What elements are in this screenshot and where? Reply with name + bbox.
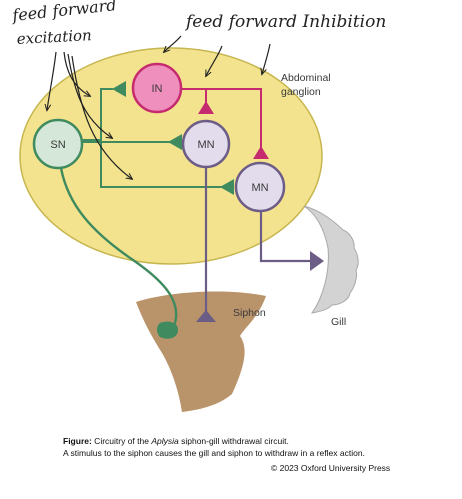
pen-arrow-to-interneuron [164, 35, 182, 52]
caption-figure-label: Figure: [63, 436, 92, 446]
in-axon [182, 88, 262, 148]
sensory-axon [59, 167, 178, 327]
handwritten-excitation-line1: feed forward [10, 0, 117, 25]
motor-neuron-1-label: MN [197, 139, 214, 151]
synapse-in-mn1 [198, 101, 214, 114]
sensory-neuron-label: SN [50, 139, 65, 151]
synapse-sn-in [112, 81, 126, 97]
handwritten-inhibition: feed forward Inhibition [184, 12, 386, 32]
synapse-sn-mn2 [220, 179, 234, 195]
sensory-terminal [157, 321, 178, 339]
motor-neuron-1 [181, 119, 231, 169]
motor-neuron-2-label: MN [251, 182, 268, 194]
synapse-mn1-siphon [196, 310, 216, 322]
abdominal-ganglion [19, 47, 323, 265]
ganglion-label-line2: ganglion [281, 86, 321, 98]
interneuron-label: IN [152, 83, 163, 95]
caption-line-2: A stimulus to the siphon causes the gill… [63, 448, 365, 458]
siphon-label: Siphon [233, 307, 266, 319]
gill [303, 205, 359, 314]
interneuron [131, 62, 183, 114]
siphon [136, 291, 266, 412]
synapse-sn-mn1 [168, 134, 182, 150]
gill-label: Gill [331, 316, 346, 328]
caption-line1-post: siphon-gill withdrawal circuit. [178, 436, 289, 446]
pen-arrow-to-in-mn1-synapse [206, 45, 223, 76]
pen-arrow-to-sn-in-branch [63, 51, 90, 96]
pen-arrow-to-sensory [47, 51, 57, 110]
sensory-neuron [32, 118, 84, 170]
motor-neuron-2 [234, 161, 286, 213]
caption-line-1: Figure: Circuitry of the Aplysia siphon-… [63, 435, 453, 447]
mn2-axon-to-gill [259, 212, 313, 263]
synapse-mn2-gill [310, 251, 324, 271]
sn-to-mn2-branch [100, 142, 230, 188]
ganglion-label-line1: Abdominal [281, 72, 331, 84]
figure-caption: Figure: Circuitry of the Aplysia siphon-… [63, 435, 453, 459]
sn-to-in-branch [83, 88, 113, 141]
synapse-in-mn2 [253, 146, 269, 159]
copyright-notice: © 2023 Oxford University Press [271, 463, 391, 473]
caption-aplysia: Aplysia [151, 436, 179, 446]
caption-line1-pre: Circuitry of the [91, 436, 152, 446]
pen-arrow-to-in-axon [262, 43, 271, 74]
pen-arrow-to-sn-mn2-branch [71, 55, 132, 179]
handwritten-excitation-line2: excitation [16, 26, 92, 48]
